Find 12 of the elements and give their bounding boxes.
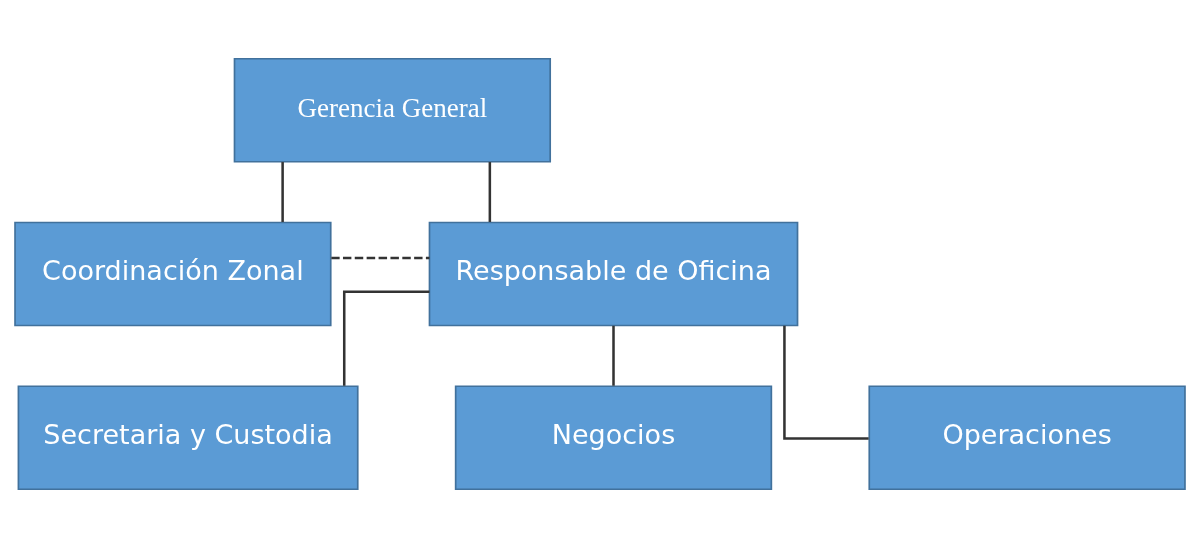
node-box: Operaciones (868, 384, 1186, 490)
connector (281, 161, 284, 222)
connector (488, 161, 492, 222)
connector (342, 289, 430, 386)
node-box: Secretaria y Custodia (17, 384, 359, 490)
node-box: Coordinación Zonal (14, 221, 332, 326)
node-box: Gerencia General (233, 57, 552, 163)
connector (331, 256, 430, 259)
node-box: Responsable de Oficina (428, 221, 799, 326)
connector (612, 325, 615, 386)
connector (783, 325, 869, 440)
node-box: Negocios (454, 384, 773, 490)
